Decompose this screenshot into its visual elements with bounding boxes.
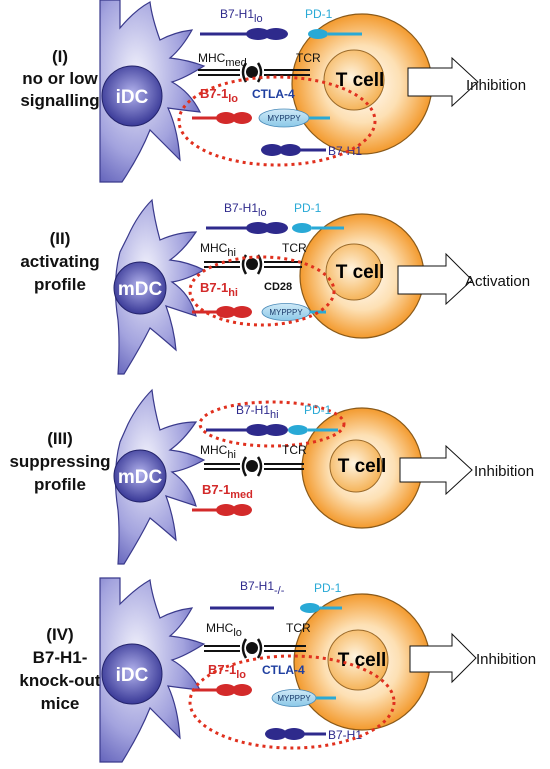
- tcell-label: T cell: [336, 262, 385, 283]
- tcr-label: TCR: [286, 621, 311, 635]
- b7h1-label: B7-H1-/-: [240, 579, 285, 597]
- cd28-label: CD28: [264, 281, 292, 293]
- b71-label: B7-1med: [202, 482, 253, 501]
- pd1-label: PD-1: [294, 201, 322, 215]
- outcome-arrow: [397, 252, 473, 306]
- panel-number: (IV): [46, 625, 73, 644]
- pd1-label: PD-1: [305, 7, 333, 21]
- mhc-label: MHChi: [200, 241, 236, 259]
- panel-number: (II): [50, 229, 71, 248]
- ctla4-label: CTLA-4: [262, 663, 305, 677]
- b7h1-bottom-molecule: [265, 728, 326, 740]
- b71-molecule: [192, 306, 252, 318]
- mhc-label: MHChi: [200, 443, 236, 461]
- pd1-receptor: [300, 603, 342, 613]
- b7h1-molecule: [200, 28, 288, 40]
- b71-label: B7-1hi: [200, 280, 238, 299]
- panel-3: (III) suppressing profile mDC T cell Inh…: [9, 388, 534, 565]
- interaction-highlight: [188, 255, 336, 327]
- panel-description-line2: profile: [34, 275, 86, 294]
- dc-nucleus: [101, 65, 163, 127]
- tcr-label: TCR: [282, 443, 307, 457]
- dc-label: iDC: [116, 87, 149, 108]
- panel-description-line1: suppressing: [9, 452, 110, 471]
- outcome-label: Inhibition: [476, 651, 536, 668]
- outcome-arrow: [399, 444, 473, 496]
- tcell-label: T cell: [336, 70, 385, 91]
- b71-molecule: [192, 112, 252, 124]
- interaction-highlight: [177, 75, 377, 167]
- tcell-label: T cell: [338, 650, 387, 671]
- outcome-label: Inhibition: [474, 463, 534, 480]
- panel-description-line1: no or low: [22, 69, 98, 88]
- panel-2: (II) activating profile mDC T cell Activ…: [20, 198, 530, 375]
- dc-label: mDC: [118, 467, 163, 488]
- dc-nucleus: [101, 643, 163, 705]
- b71-molecule: [192, 504, 252, 516]
- b7h1-bottom-label: B7-H1: [328, 728, 362, 742]
- tcell-label: T cell: [338, 456, 387, 477]
- panel-1: (I) no or low signalling iDC T cell Inhi…: [20, 0, 526, 183]
- panel-number: (I): [52, 47, 68, 66]
- myppy-label: MYPPPY: [267, 114, 301, 123]
- dc-nucleus: [113, 449, 167, 503]
- panel-description-line3: mice: [41, 694, 80, 713]
- panel-4: (IV) B7-H1- knock-out mice iDC T cell In…: [19, 577, 536, 763]
- panel-description-line2: signalling: [20, 91, 99, 110]
- pd1-label: PD-1: [304, 403, 332, 417]
- dc-label: iDC: [116, 665, 149, 686]
- myppy-motif: [258, 108, 330, 128]
- dc-nucleus: [113, 261, 167, 315]
- mhc-tcr-complex: [204, 638, 306, 659]
- b7h1-label: B7-H1lo: [224, 201, 267, 219]
- myppy-motif: [271, 689, 336, 707]
- b71-molecule: [192, 684, 252, 696]
- outcome-label: Activation: [465, 273, 530, 290]
- b7h1-molecule: [206, 424, 288, 436]
- pd1-label: PD-1: [314, 581, 342, 595]
- myppy-label: MYPPPY: [277, 694, 311, 703]
- interaction-highlight: [198, 400, 346, 448]
- pd1-receptor: [288, 425, 338, 435]
- panel-description-line2: profile: [34, 475, 86, 494]
- myppy-label: MYPPPY: [269, 308, 303, 317]
- tcell: T cell: [293, 593, 431, 731]
- myppy-motif: [261, 303, 326, 321]
- b7h1-label: B7-H1hi: [236, 403, 279, 421]
- mhc-tcr-complex: [198, 62, 310, 83]
- dc-label: mDC: [118, 279, 163, 300]
- panel-description-line1: B7-H1-: [33, 648, 88, 667]
- b7h1-label: B7-H1lo: [220, 7, 263, 25]
- b7h1-bottom-molecule: [261, 144, 326, 156]
- mhc-label: MHCmed: [198, 51, 247, 69]
- panel-description-line2: knock-out: [19, 671, 101, 690]
- tcr-label: TCR: [296, 51, 321, 65]
- pd1-receptor: [308, 29, 362, 39]
- b7h1-molecule: [206, 222, 288, 234]
- b71-label: B7-1lo: [200, 86, 238, 105]
- mhc-label: MHClo: [206, 621, 242, 639]
- outcome-arrow: [407, 56, 479, 108]
- interaction-highlight: [188, 654, 396, 750]
- pd1-receptor: [292, 223, 344, 233]
- panel-number: (III): [47, 429, 73, 448]
- ctla4-label: CTLA-4: [252, 87, 295, 101]
- outcome-arrow: [409, 632, 477, 684]
- outcome-label: Inhibition: [466, 77, 526, 94]
- tcr-label: TCR: [282, 241, 307, 255]
- tcell: T cell: [299, 213, 425, 339]
- mhc-tcr-complex: [204, 456, 304, 477]
- panel-description-line1: activating: [20, 252, 99, 271]
